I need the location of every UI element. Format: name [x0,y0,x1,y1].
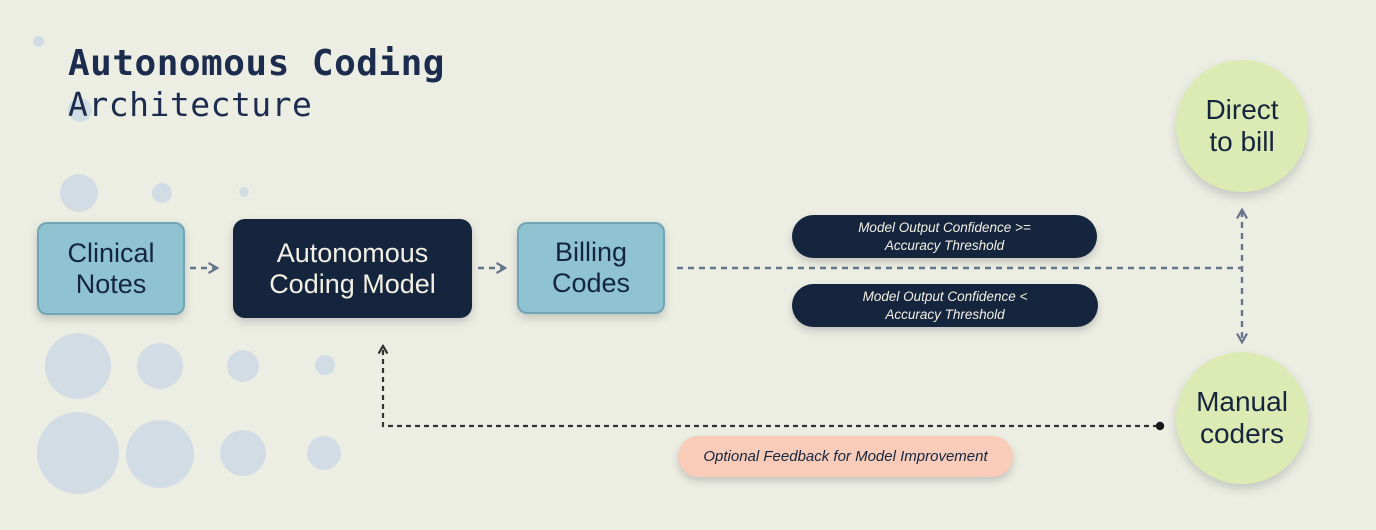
decorative-dot [152,183,172,203]
outcome-direct-to-bill: Direct to bill [1176,60,1308,192]
outcome-manual-line2: coders [1199,418,1285,449]
decorative-dot [37,412,119,494]
decorative-dot [68,98,92,122]
decorative-dot [220,430,266,476]
decorative-dot [137,343,183,389]
decorative-dot [126,420,194,488]
outcome-direct-line1: Direct [1205,94,1279,126]
decorative-dot [307,436,341,470]
node-clinical-notes-label-line1: Clinical [67,237,155,268]
decorative-dot [60,174,98,212]
node-clinical-notes-label-line2: Notes [75,268,147,299]
condition-low-line1: Model Output Confidence < [862,288,1028,304]
decorative-dot [315,355,335,375]
decorative-dot [239,187,249,197]
decorative-dot [45,333,111,399]
node-coding-model-label-line1: Autonomous [276,237,429,268]
node-clinical-notes: Clinical Notes [37,222,185,315]
condition-low-line2: Accuracy Threshold [885,306,1005,322]
line-feedback-to-model [383,347,1158,428]
condition-high-line2: Accuracy Threshold [884,237,1005,253]
feedback-label-text: Optional Feedback for Model Improvement [703,448,988,465]
decorative-dot [33,36,44,47]
condition-high-line1: Model Output Confidence >= [858,219,1031,235]
node-billing-codes-label-line1: Billing [554,237,628,268]
outcome-manual-coders: Manual coders [1176,352,1308,484]
title-line2: Architecture [68,85,313,125]
title-line1: Autonomous Coding [68,43,445,84]
node-billing-codes: Billing Codes [517,222,665,314]
node-coding-model-label-line2: Coding Model [269,268,436,299]
outcome-manual-line1: Manual [1196,386,1288,418]
condition-high-confidence: Model Output Confidence >= Accuracy Thre… [792,215,1097,258]
node-billing-codes-label-line2: Codes [551,268,631,298]
outcome-direct-line2: to bill [1209,126,1275,157]
condition-low-confidence: Model Output Confidence < Accuracy Thres… [792,284,1098,327]
feedback-label: Optional Feedback for Model Improvement [678,436,1013,477]
decorative-dot [227,350,259,382]
node-autonomous-coding-model: Autonomous Coding Model [233,219,472,318]
diagram-title: Autonomous Coding Architecture [68,42,445,125]
feedback-endpoint-dot [1155,421,1165,431]
